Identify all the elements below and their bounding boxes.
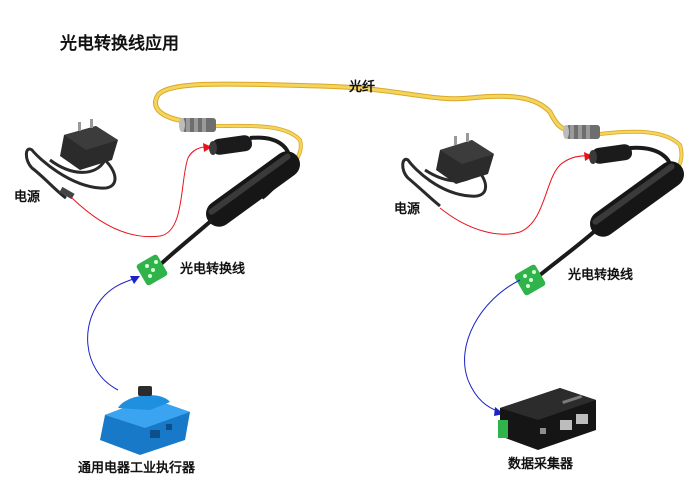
page-title: 光电转换线应用: [60, 34, 179, 54]
converter-cable-left: [136, 118, 300, 286]
dc-jack-left: [209, 135, 253, 155]
actuator-label: 通用电器工业执行器: [78, 461, 196, 476]
power-wires: [71, 146, 591, 238]
signal-wires: [87, 277, 521, 413]
power-label-left: 电源: [14, 190, 41, 205]
data-collector: [498, 388, 596, 450]
converter-label-right: 光电转换线: [568, 268, 634, 283]
converter-cable-right: [514, 125, 684, 296]
power-adapter-right: [401, 133, 494, 208]
power-adapter-left-cord: [24, 147, 117, 200]
power-adapter-left: [24, 119, 118, 200]
industrial-actuator: [100, 386, 190, 455]
terminal-block-left: [136, 254, 168, 286]
fiber-connector-left: [179, 118, 216, 132]
fiber-connector-right: [563, 125, 600, 139]
fiber-label: 光纤: [349, 80, 376, 95]
fiber-optic-cable: [152, 81, 684, 180]
power-label-right: 电源: [394, 202, 421, 217]
power-wire-arrows: [203, 143, 593, 161]
signal-wire-arrows: [130, 276, 504, 416]
collector-label: 数据采集器: [508, 457, 574, 472]
dc-jack-right: [589, 144, 633, 164]
terminal-block-right: [514, 264, 546, 296]
converter-label-left: 光电转换线: [180, 262, 246, 277]
